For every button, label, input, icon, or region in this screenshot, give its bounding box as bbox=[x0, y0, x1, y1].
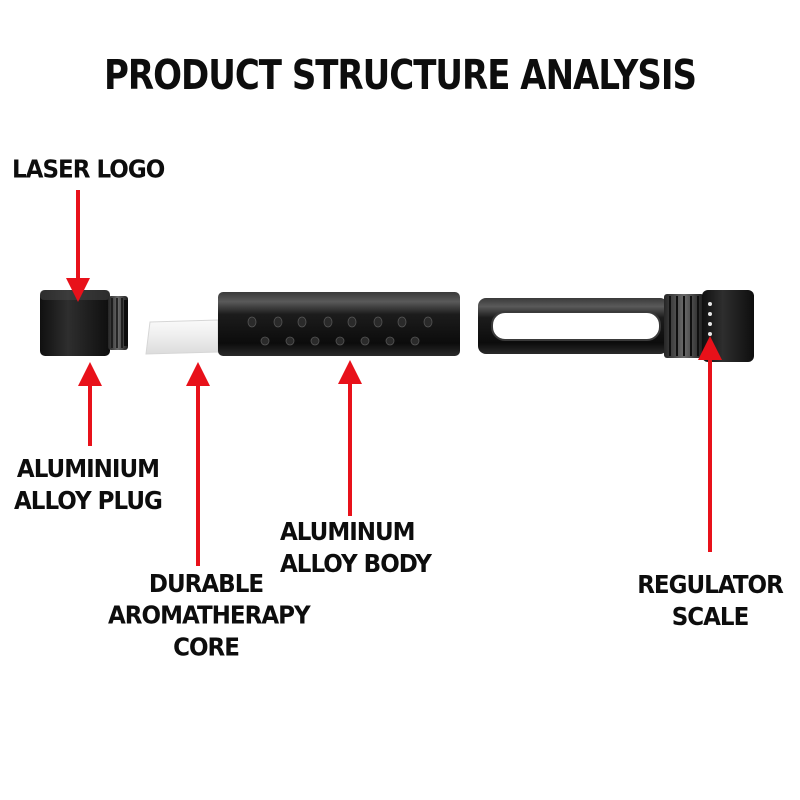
arrow-aromatherapy-core bbox=[186, 362, 210, 566]
label-regulator-scale: REGULATOR SCALE bbox=[637, 571, 784, 632]
label-alloy-plug: ALUMINIUM ALLOY PLUG bbox=[14, 455, 163, 516]
arrow-laser-logo-head bbox=[66, 278, 90, 302]
body-vent-holes bbox=[247, 316, 433, 346]
arrow-alloy-body-head bbox=[338, 360, 362, 384]
arrow-alloy-body bbox=[338, 360, 362, 516]
arrow-laser-logo bbox=[66, 190, 90, 302]
arrow-regulator-scale bbox=[698, 336, 722, 552]
regulator-sleeve bbox=[478, 290, 754, 362]
arrow-alloy-plug-head bbox=[78, 362, 102, 386]
page-title: PRODUCT STRUCTURE ANALYSIS bbox=[104, 52, 697, 100]
aromatherapy-core bbox=[145, 319, 219, 355]
sleeve-window bbox=[491, 311, 661, 341]
label-laser-logo: LASER LOGO bbox=[12, 155, 165, 185]
plug-thread bbox=[108, 296, 128, 350]
alloy-plug bbox=[40, 290, 128, 356]
label-aromatherapy-core: DURABLE AROMATHERAPY CORE bbox=[108, 569, 311, 663]
regulator-scale-dots bbox=[708, 302, 712, 336]
arrow-aromatherapy-core-head bbox=[186, 362, 210, 386]
alloy-body bbox=[218, 292, 460, 356]
regulator-thread bbox=[664, 294, 704, 358]
arrow-alloy-plug bbox=[78, 362, 102, 446]
label-alloy-body: ALUMINUM ALLOY BODY bbox=[280, 518, 432, 579]
arrow-regulator-scale-head bbox=[698, 336, 722, 360]
